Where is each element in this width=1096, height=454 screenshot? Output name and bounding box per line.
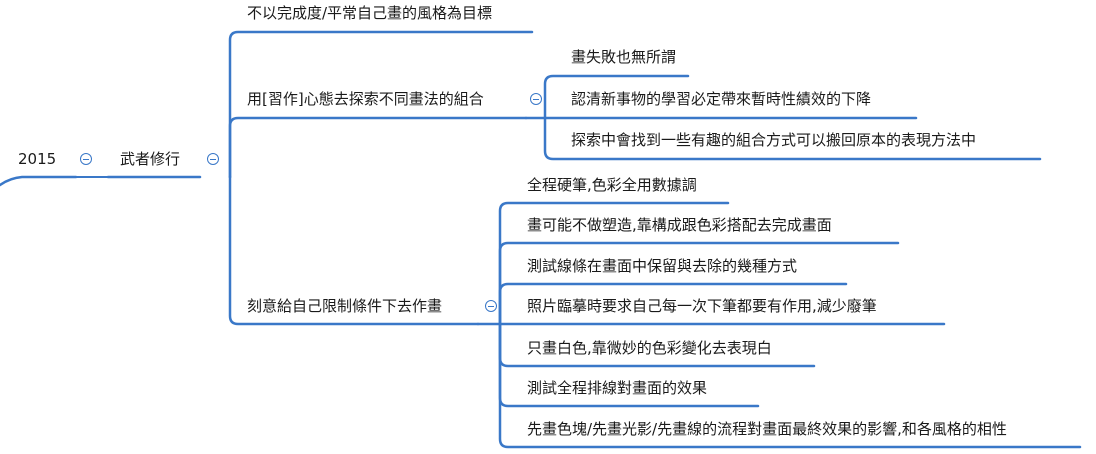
branch-connector-1 (228, 116, 528, 179)
leaf-connector-b2-1 (498, 241, 900, 326)
leaf-node-label[interactable]: 畫失敗也無所謂 (571, 48, 677, 66)
leaf-node-label[interactable]: 照片臨摹時要求自己每一次下筆都要有作用,減少廢筆 (527, 297, 877, 315)
leaf-connector-b2-0 (498, 201, 730, 326)
topic-node-label[interactable]: 武者修行 (120, 150, 181, 168)
leaf-node-label[interactable]: 探索中會找到一些有趣的組合方式可以搬回原本的表現方法中 (571, 131, 977, 149)
leaf-node-label[interactable]: 畫可能不做塑造,靠構成跟色彩搭配去完成畫面 (527, 216, 832, 234)
root-node-label[interactable]: 2015 (18, 150, 57, 168)
leaf-node-label[interactable]: 先畫色塊/先畫光影/先畫線的流程對畫面最終效果的影響,和各風格的相性 (527, 420, 1007, 438)
leaf-node-label[interactable]: 全程硬筆,色彩全用數據調 (527, 176, 697, 194)
minus-circle-icon[interactable] (80, 153, 92, 165)
branch-node-label[interactable]: 用[習作]心態去探索不同畫法的組合 (247, 90, 484, 108)
leaf-connector-b1-0 (543, 74, 690, 120)
leaf-node-label[interactable]: 認清新事物的學習必定帶來暫時性績效的下降 (571, 90, 872, 108)
minus-circle-icon[interactable] (485, 300, 497, 312)
branch-connector-2 (228, 175, 480, 326)
branch-node-label[interactable]: 刻意給自己限制條件下去作畫 (247, 297, 443, 315)
minus-circle-icon[interactable] (207, 153, 219, 165)
leaf-node-label[interactable]: 測試全程排線對畫面的效果 (527, 379, 708, 397)
branch-node-label[interactable]: 不以完成度/平常自己畫的風格為目標 (247, 4, 493, 22)
branch-connector-0 (228, 30, 534, 179)
connector-lines (0, 30, 1082, 449)
leaf-node-label[interactable]: 只畫白色,靠微妙的色彩變化去表現白 (527, 339, 772, 357)
minus-circle-icon[interactable] (530, 93, 542, 105)
leaf-connector-b2-2 (498, 282, 848, 326)
leaf-node-label[interactable]: 測試線條在畫面中保留與去除的幾種方式 (527, 257, 798, 275)
leaf-connector-b2-6 (498, 322, 1082, 449)
root-underline (0, 175, 78, 187)
leaf-connector-b1-2 (543, 116, 1042, 161)
